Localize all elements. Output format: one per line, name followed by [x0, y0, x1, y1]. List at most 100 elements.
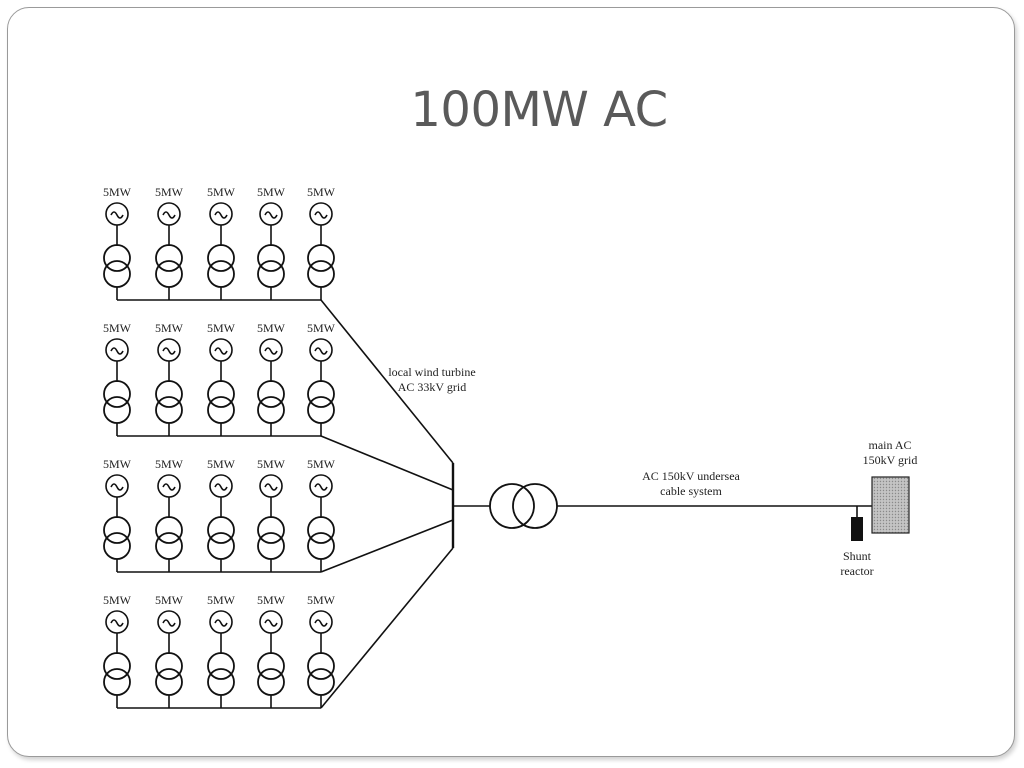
unit-transformer-icon	[207, 652, 235, 696]
wind-turbine-unit: 5MW	[155, 185, 184, 300]
unit-transformer-icon	[103, 652, 131, 696]
wind-turbine-unit: 5MW	[307, 457, 336, 572]
unit-transformer-icon	[307, 244, 335, 288]
generator-sine-icon	[314, 619, 328, 627]
wind-turbine-unit: 5MW	[207, 321, 236, 436]
unit-transformer-icon	[207, 244, 235, 288]
unit-transformer-icon	[257, 516, 285, 560]
unit-transformer-icon	[155, 244, 183, 288]
generator-sine-icon	[314, 483, 328, 491]
turbine-rating-label: 5MW	[257, 457, 286, 471]
unit-transformer-icon	[207, 516, 235, 560]
turbine-rating-label: 5MW	[257, 321, 286, 335]
generator-sine-icon	[162, 483, 176, 491]
generator-sine-icon	[314, 347, 328, 355]
turbine-rating-label: 5MW	[307, 321, 336, 335]
main-transformer	[489, 483, 558, 529]
feeder-line	[320, 547, 454, 709]
generator-sine-icon	[110, 483, 124, 491]
wind-turbine-unit: 5MW	[207, 457, 236, 572]
generator-sine-icon	[214, 211, 228, 219]
feeder-lines	[320, 299, 454, 709]
cable-label-line2: cable system	[660, 484, 722, 498]
shunt-label-line2: reactor	[840, 564, 873, 578]
wind-turbine-unit: 5MW	[307, 593, 336, 708]
turbine-rating-label: 5MW	[207, 593, 236, 607]
wind-turbine-unit: 5MW	[155, 321, 184, 436]
turbine-rating-label: 5MW	[155, 593, 184, 607]
wind-turbine-unit: 5MW	[155, 593, 184, 708]
turbine-rating-label: 5MW	[307, 185, 336, 199]
generator-sine-icon	[264, 619, 278, 627]
wind-turbine-unit: 5MW	[103, 321, 132, 436]
wind-turbine-unit: 5MW	[257, 185, 286, 300]
wind-turbine-unit: 5MW	[155, 457, 184, 572]
unit-transformer-icon	[307, 516, 335, 560]
cable-label-line1: AC 150kV undersea	[642, 469, 740, 483]
shunt-label-line1: Shunt	[843, 549, 872, 563]
unit-transformer-icon	[155, 380, 183, 424]
wind-turbine-unit: 5MW	[207, 593, 236, 708]
turbine-rating-label: 5MW	[207, 185, 236, 199]
unit-transformer-icon	[207, 380, 235, 424]
generator-sine-icon	[264, 483, 278, 491]
generator-sine-icon	[214, 347, 228, 355]
shunt-reactor	[851, 517, 863, 541]
feeder-line	[320, 519, 454, 573]
turbine-rating-label: 5MW	[307, 457, 336, 471]
unit-transformer-icon	[155, 652, 183, 696]
generator-sine-icon	[214, 619, 228, 627]
turbine-rating-label: 5MW	[155, 457, 184, 471]
generator-sine-icon	[162, 347, 176, 355]
unit-transformer-icon	[307, 380, 335, 424]
main-grid-label-line1: main AC	[868, 438, 911, 452]
generator-sine-icon	[314, 211, 328, 219]
turbine-rating-label: 5MW	[155, 185, 184, 199]
wind-turbine-unit: 5MW	[257, 321, 286, 436]
local-grid-label-line2: AC 33kV grid	[398, 380, 466, 394]
wind-turbine-unit: 5MW	[103, 185, 132, 300]
unit-transformer-icon	[103, 380, 131, 424]
main-grid-label-line2: 150kV grid	[863, 453, 918, 467]
generator-sine-icon	[162, 211, 176, 219]
turbine-row: 5MW 5MW 5MW 5MW 5MW	[103, 457, 336, 573]
turbine-row: 5MW 5MW 5MW 5MW 5MW	[103, 321, 336, 437]
main-grid-box	[871, 476, 910, 534]
generator-sine-icon	[110, 347, 124, 355]
turbine-row: 5MW 5MW 5MW 5MW 5MW	[103, 593, 336, 709]
generator-sine-icon	[264, 211, 278, 219]
feeder-line	[320, 299, 454, 464]
local-grid-label-line1: local wind turbine	[388, 365, 475, 379]
generator-sine-icon	[110, 211, 124, 219]
generator-sine-icon	[214, 483, 228, 491]
feeder-line	[320, 435, 454, 491]
turbine-rating-label: 5MW	[103, 185, 132, 199]
turbine-rating-label: 5MW	[103, 593, 132, 607]
turbine-rating-label: 5MW	[103, 321, 132, 335]
unit-transformer-icon	[257, 652, 285, 696]
unit-transformer-icon	[103, 244, 131, 288]
generator-sine-icon	[264, 347, 278, 355]
wind-turbine-unit: 5MW	[103, 593, 132, 708]
turbine-rating-label: 5MW	[155, 321, 184, 335]
turbine-rating-label: 5MW	[207, 457, 236, 471]
wind-turbine-unit: 5MW	[103, 457, 132, 572]
unit-transformer-icon	[257, 380, 285, 424]
unit-transformer-icon	[257, 244, 285, 288]
turbine-rating-label: 5MW	[257, 593, 286, 607]
turbine-rating-label: 5MW	[103, 457, 132, 471]
wind-turbine-unit: 5MW	[207, 185, 236, 300]
generator-sine-icon	[110, 619, 124, 627]
unit-transformer-icon	[307, 652, 335, 696]
turbine-rating-label: 5MW	[307, 593, 336, 607]
wind-turbine-unit: 5MW	[257, 457, 286, 572]
turbine-rating-label: 5MW	[257, 185, 286, 199]
unit-transformer-icon	[155, 516, 183, 560]
wind-turbine-unit: 5MW	[307, 185, 336, 300]
wind-turbine-unit: 5MW	[257, 593, 286, 708]
unit-transformer-icon	[103, 516, 131, 560]
slide-title: 100MW AC	[410, 82, 668, 138]
turbine-row: 5MW 5MW 5MW 5MW 5MW	[103, 185, 336, 301]
